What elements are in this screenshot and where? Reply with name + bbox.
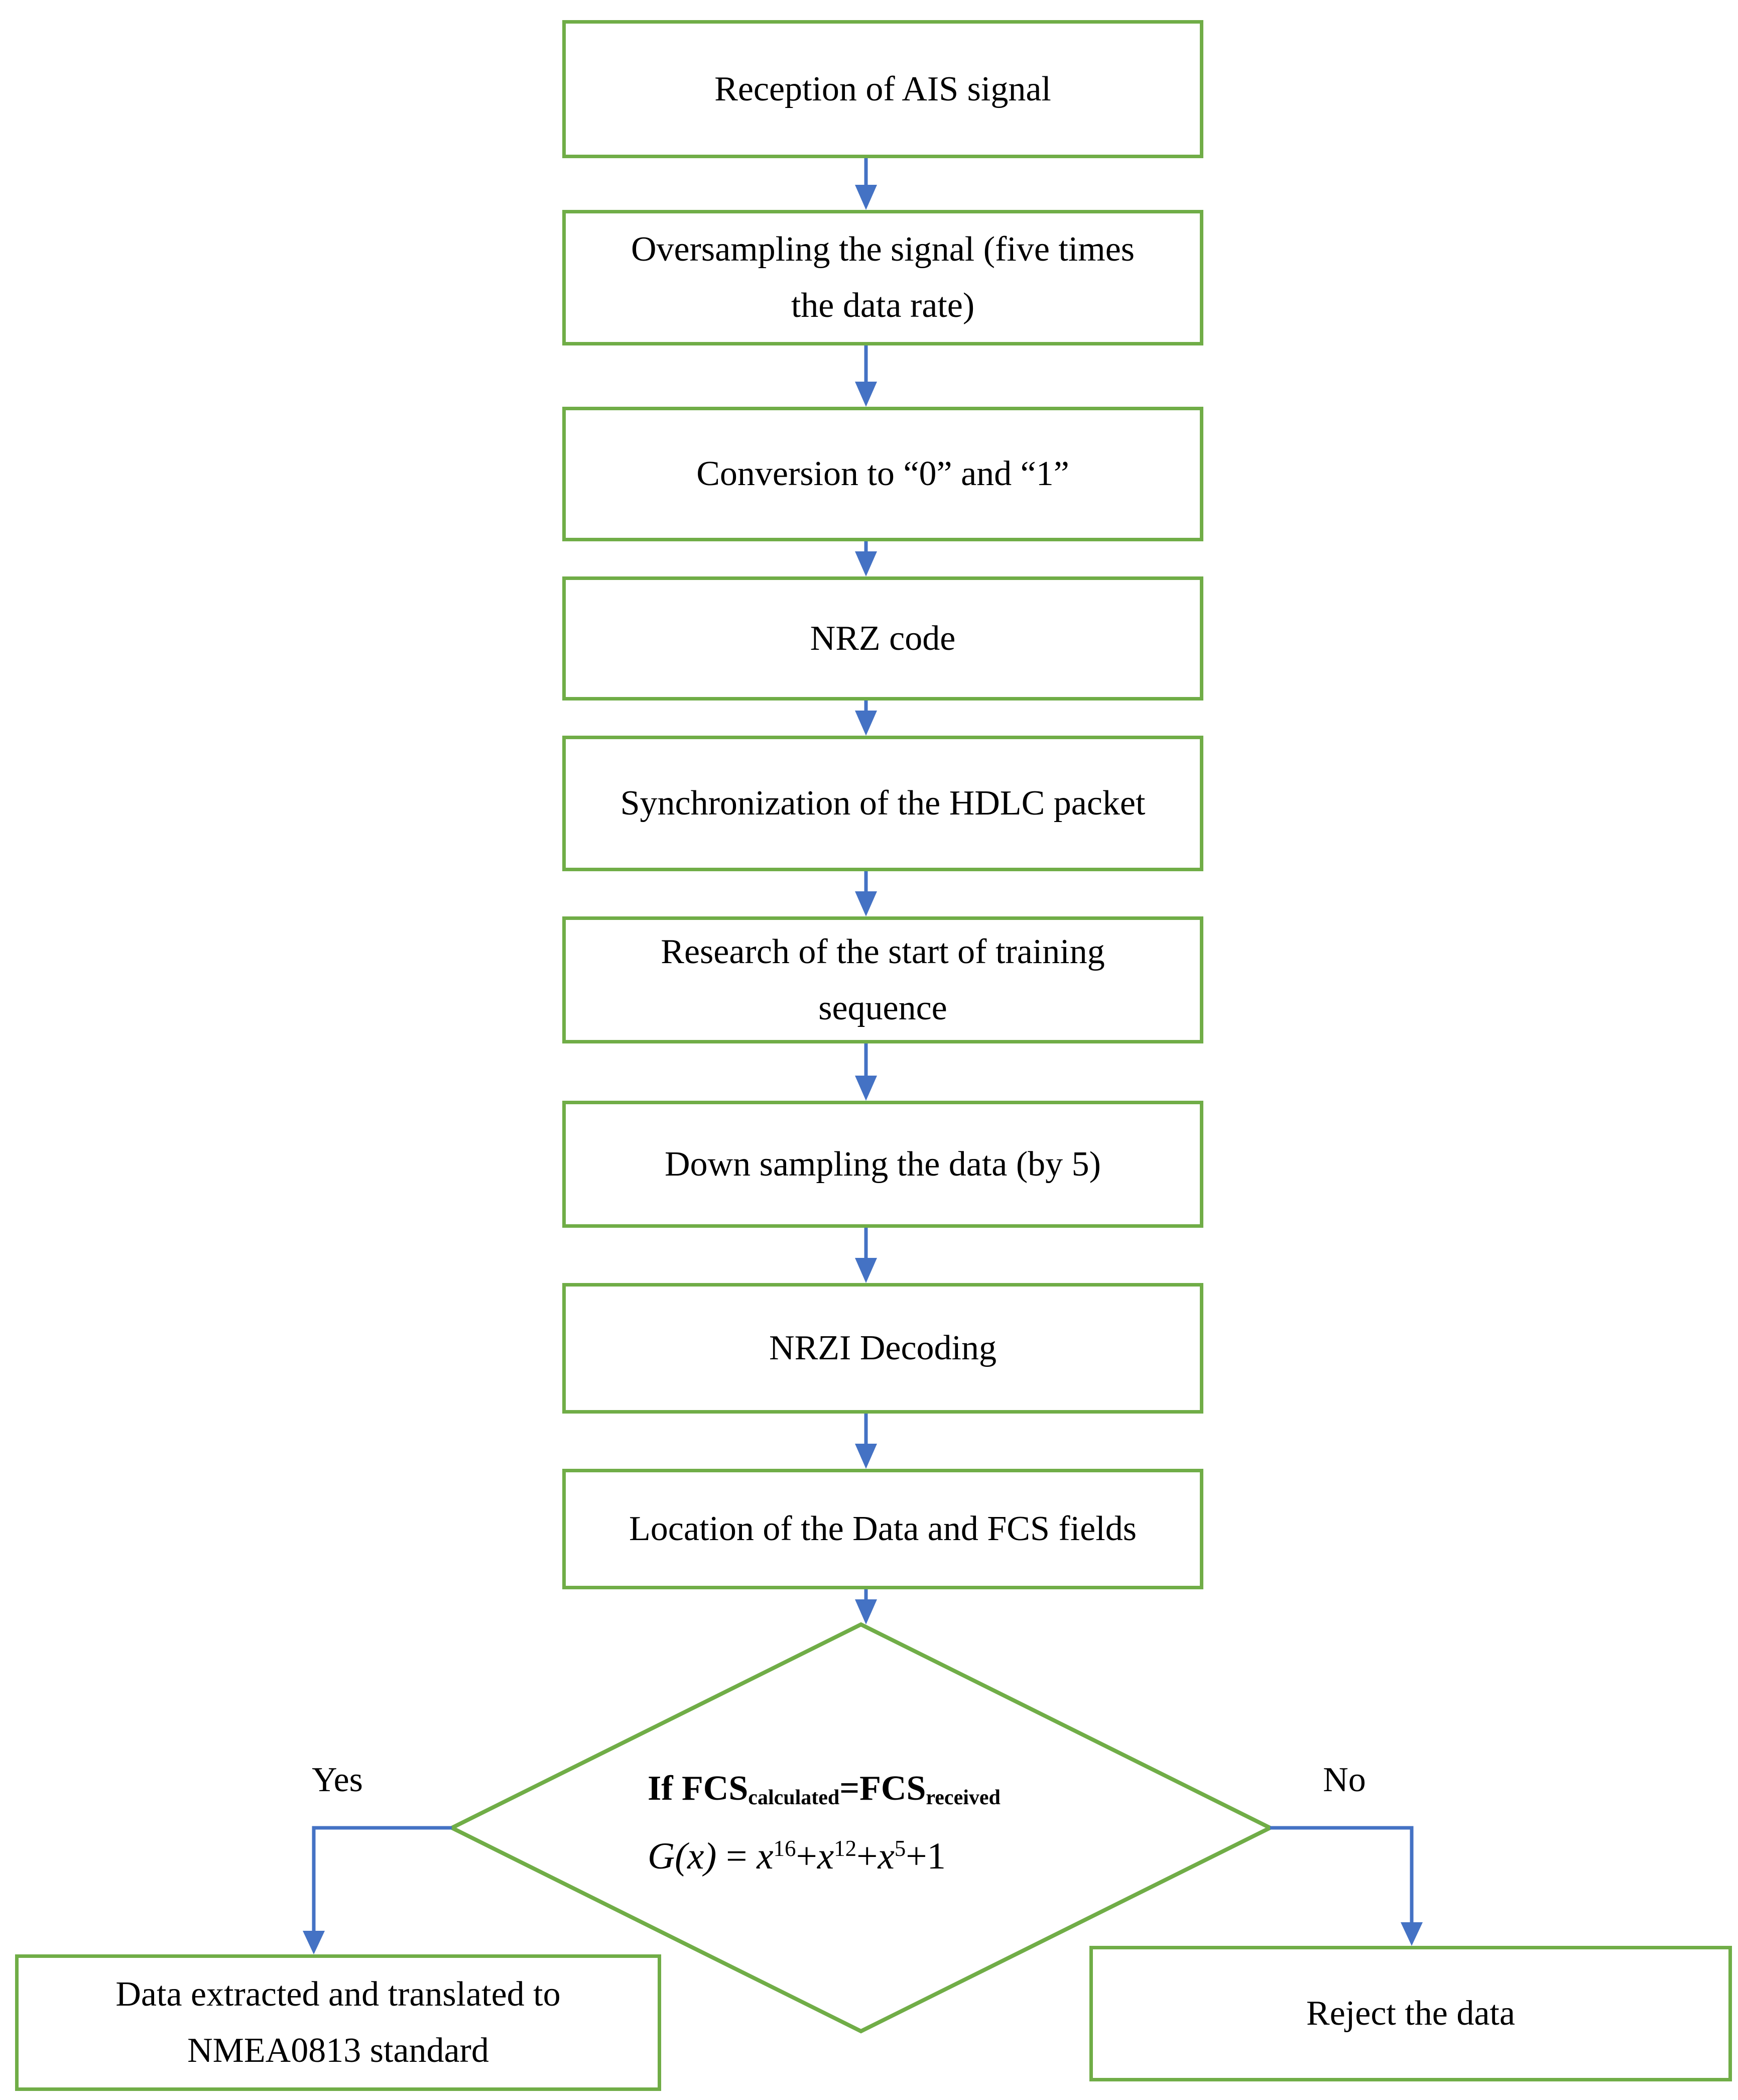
flow-step-box-synchronization: Synchronization of the HDLC packet xyxy=(562,736,1203,871)
flow-step-box-reception: Reception of AIS signal xyxy=(562,20,1203,158)
no-label: No xyxy=(1323,1761,1366,1799)
outcome-box-reject: Reject the data xyxy=(1089,1946,1732,2081)
step-arrow-3 xyxy=(855,541,877,576)
yes-branch-connector xyxy=(303,1826,452,1954)
flow-step-box-research: Research of the start of training sequen… xyxy=(562,916,1203,1043)
decision-diamond xyxy=(447,1622,1275,2034)
decision-equation: G(x) = x16+x12+x5+1 xyxy=(648,1835,946,1877)
decision-text: If FCScalculated=FCSreceived G(x) = x16+… xyxy=(648,1769,1089,1878)
flow-step-box-nrzi-decoding: NRZI Decoding xyxy=(562,1283,1203,1414)
step-arrow-5 xyxy=(855,871,877,916)
step-arrow-6 xyxy=(855,1043,877,1101)
flow-step-box-nrz-code: NRZ code xyxy=(562,576,1203,701)
step-arrow-2 xyxy=(855,345,877,407)
yes-label: Yes xyxy=(312,1761,363,1799)
step-arrow-1 xyxy=(855,158,877,210)
step-arrow-4 xyxy=(855,701,877,736)
flow-step-box-conversion: Conversion to “0” and “1” xyxy=(562,407,1203,541)
step-arrow-8 xyxy=(855,1414,877,1469)
flow-step-box-location-fields: Location of the Data and FCS fields xyxy=(562,1469,1203,1589)
flow-step-box-oversampling: Oversampling the signal (five times the … xyxy=(562,210,1203,345)
step-arrow-7 xyxy=(855,1228,877,1283)
no-branch-connector xyxy=(1270,1826,1423,1946)
step-arrow-9 xyxy=(855,1589,877,1624)
decision-condition: If FCScalculated=FCSreceived xyxy=(648,1769,1001,1810)
flow-step-box-downsampling: Down sampling the data (by 5) xyxy=(562,1101,1203,1228)
outcome-box-accept: Data extracted and translated to NMEA081… xyxy=(15,1954,661,2091)
